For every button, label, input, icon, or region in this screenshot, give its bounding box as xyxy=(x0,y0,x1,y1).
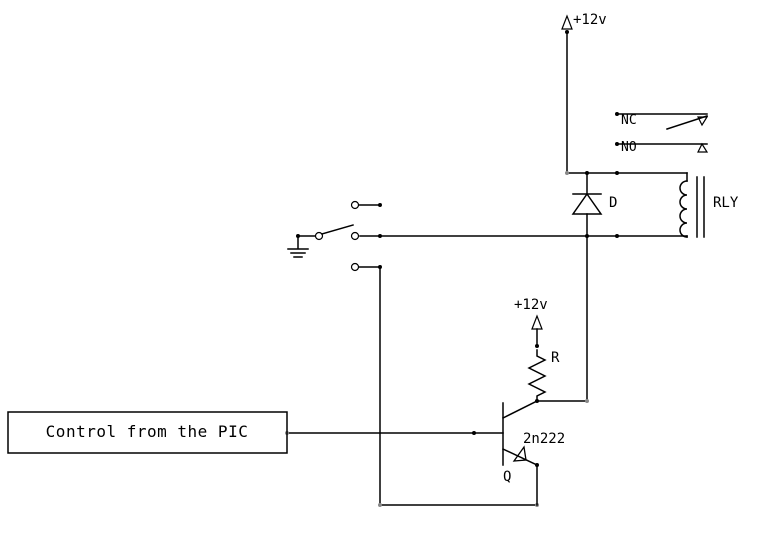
resistor-zigzag xyxy=(527,349,547,402)
node xyxy=(535,399,539,403)
spdt-switch xyxy=(296,200,382,272)
transistor-emitter xyxy=(502,448,538,466)
transistor: 2n222 Q xyxy=(501,399,565,506)
relay-coil-loops xyxy=(679,180,688,238)
node xyxy=(378,234,382,238)
control-input-box: Control from the PIC xyxy=(7,411,288,454)
switch-terminal-mid xyxy=(350,231,360,241)
no-arrow xyxy=(697,142,709,153)
node xyxy=(585,399,589,403)
node xyxy=(535,344,539,348)
diode-triangle xyxy=(571,192,603,215)
node xyxy=(472,431,476,435)
node xyxy=(615,171,619,175)
supply-mid-label: +12v xyxy=(514,297,548,313)
relay-label: RLY xyxy=(713,195,739,211)
relay-no-label: NO xyxy=(621,140,637,155)
node xyxy=(615,234,619,238)
node xyxy=(378,503,382,507)
resistor-label: R xyxy=(551,350,560,366)
supply-top-node xyxy=(565,30,569,34)
switch-terminal-bottom xyxy=(350,262,360,272)
supply-top: +12v xyxy=(561,12,607,34)
diode: D xyxy=(571,172,617,237)
switch-terminal-top xyxy=(350,200,360,210)
relay-nc-label: NC xyxy=(621,113,637,128)
nc-arrow xyxy=(697,116,709,127)
supply-mid: +12v xyxy=(514,297,548,348)
control-input-label: Control from the PIC xyxy=(46,422,249,441)
relay-switch-arm xyxy=(666,115,708,130)
supply-top-arrow xyxy=(561,14,573,30)
supply-top-label: +12v xyxy=(573,12,607,28)
switch-arm xyxy=(321,224,354,235)
node xyxy=(378,203,382,207)
supply-mid-arrow xyxy=(531,314,543,330)
transistor-ref-label: Q xyxy=(503,469,511,485)
ground-icon xyxy=(287,235,309,258)
control-box-border xyxy=(7,411,288,454)
diode-label: D xyxy=(609,195,617,211)
node xyxy=(565,171,569,175)
relay-coil: RLY xyxy=(679,172,739,238)
transistor-collector xyxy=(501,399,539,420)
emitter-arrow xyxy=(512,445,527,462)
node xyxy=(535,463,539,467)
relay-contacts: NC NO xyxy=(615,112,709,155)
resistor: R xyxy=(527,349,560,402)
transistor-part-label: 2n222 xyxy=(523,431,565,447)
